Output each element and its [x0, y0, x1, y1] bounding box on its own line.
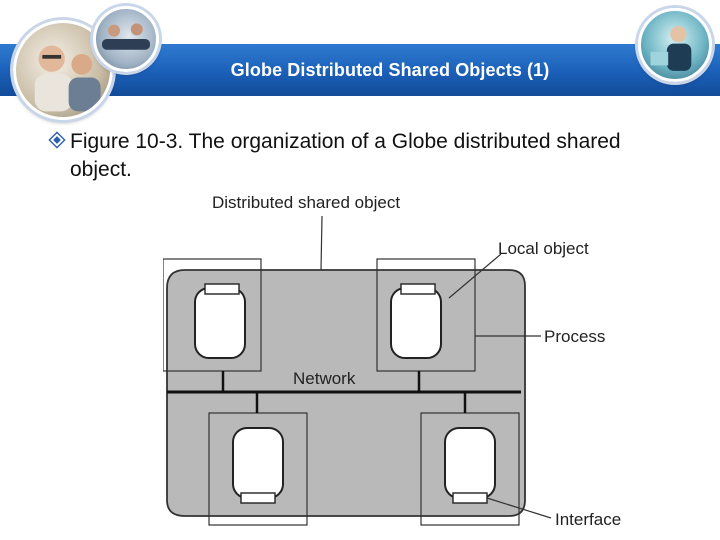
slide-title: Globe Distributed Shared Objects (1) — [230, 59, 550, 80]
local-object-top-left — [194, 287, 246, 359]
globe-object-diagram: Distributed shared object Local object P… — [163, 193, 621, 529]
process-box-top-left — [163, 258, 262, 372]
label-process: Process — [544, 327, 605, 346]
label-network: Network — [293, 369, 356, 388]
header-photo-right — [638, 8, 712, 82]
office-worker-photo-icon — [650, 25, 692, 71]
interface-bottom-left — [240, 492, 276, 504]
label-interface: Interface — [555, 510, 621, 529]
pointer-interface — [486, 497, 552, 519]
local-object-bottom-left — [232, 427, 284, 499]
local-object-top-right — [390, 287, 442, 359]
figure-diagram: Distributed shared object Local object P… — [163, 188, 631, 530]
label-distributed-shared-object: Distributed shared object — [212, 193, 400, 212]
interface-top-right — [400, 283, 436, 295]
pointer-local-object — [448, 253, 502, 299]
pointer-distributed-object — [320, 215, 323, 271]
local-object-bottom-right — [444, 427, 496, 499]
bullet-text: Figure 10-3. The organization of a Globe… — [70, 130, 621, 181]
process-box-bottom-right — [420, 412, 520, 526]
diamond-bullet-icon — [48, 131, 66, 149]
header-photo-middle — [93, 6, 159, 72]
people-photo-icon — [34, 45, 101, 112]
interface-top-left — [204, 283, 240, 295]
interface-bottom-right — [452, 492, 488, 504]
process-box-top-right — [376, 258, 476, 372]
handshake-photo-icon — [102, 23, 150, 50]
label-local-object: Local object — [498, 239, 589, 258]
